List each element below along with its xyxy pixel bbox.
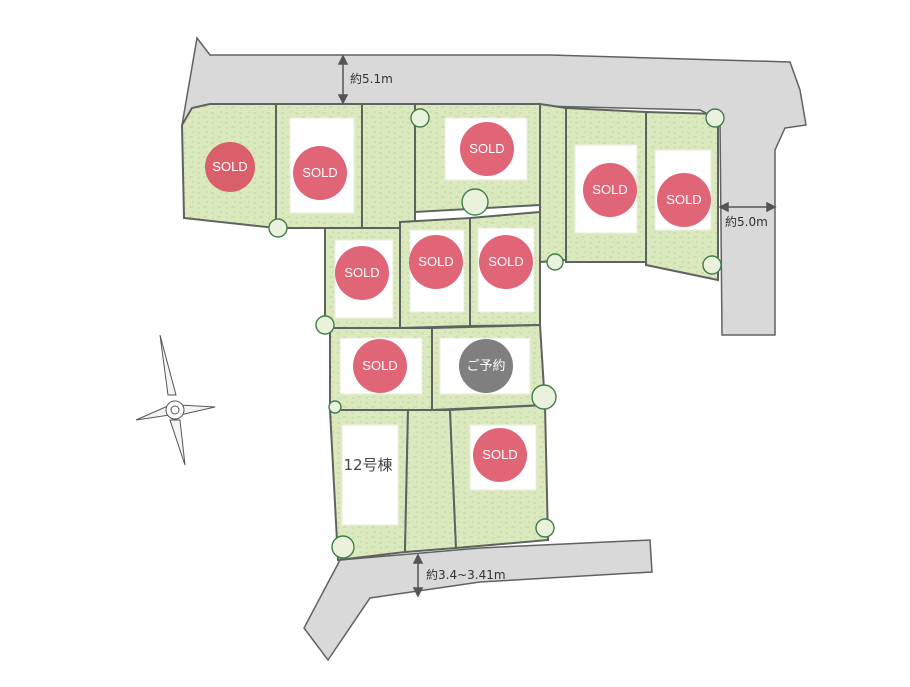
lot-7[interactable]: SOLD (409, 235, 463, 289)
lot-area-5 (539, 102, 567, 264)
lot-status: SOLD (362, 358, 397, 373)
sold-badge (460, 122, 514, 176)
tree-icon (705, 108, 725, 128)
lot-8[interactable]: SOLD (479, 235, 533, 289)
north-road-width: 約5.1m (350, 71, 393, 86)
east-road-width: 約5.0m (725, 214, 768, 229)
lot-status: SOLD (666, 192, 701, 207)
dimension-south: 約3.4~3.41m (412, 553, 506, 598)
sold-badge (657, 173, 711, 227)
sold-badge (409, 235, 463, 289)
lot-2[interactable]: SOLD (293, 146, 347, 200)
sold-badge (205, 142, 255, 192)
lot-status: SOLD (212, 159, 247, 174)
lot-status: SOLD (469, 141, 504, 156)
tree-icon (410, 108, 430, 128)
south-road (303, 539, 653, 662)
footprint (341, 424, 399, 526)
lot-6[interactable]: SOLD (335, 246, 389, 300)
tree-icon (315, 315, 335, 335)
tree-icon (268, 218, 288, 238)
tree-icon (535, 518, 555, 538)
lot-status: SOLD (344, 265, 379, 280)
tree-icon (328, 400, 342, 414)
lot-5[interactable]: SOLD (657, 173, 711, 227)
tree-icon (546, 253, 564, 271)
unit-label: 12号棟 (343, 456, 392, 474)
lot-4[interactable]: SOLD (583, 163, 637, 217)
lot-12[interactable]: 12号棟 (343, 456, 392, 474)
lot-status: SOLD (302, 165, 337, 180)
sold-badge (473, 428, 527, 482)
dimension-east: 約5.0m (718, 201, 777, 229)
sold-badge (335, 246, 389, 300)
compass-rose-icon (135, 334, 216, 466)
south-road-width: 約3.4~3.41m (426, 567, 506, 582)
lot-status: SOLD (592, 182, 627, 197)
tree-icon (702, 255, 722, 275)
lot-status: SOLD (488, 254, 523, 269)
trees (268, 108, 725, 559)
lot-13[interactable]: SOLD (473, 428, 527, 482)
sold-badge (353, 339, 407, 393)
lot-area-3 (361, 103, 416, 229)
lot-status: SOLD (418, 254, 453, 269)
lot-status: SOLD (482, 447, 517, 462)
sold-badge (583, 163, 637, 217)
lot-area-14 (403, 409, 458, 554)
dimension-north: 約5.1m (337, 54, 393, 105)
lot-status: ご予約 (466, 358, 505, 373)
tree-icon (531, 384, 557, 410)
sold-badge (479, 235, 533, 289)
lot-3[interactable]: SOLD (460, 122, 514, 176)
lot-9[interactable]: SOLD (353, 339, 407, 393)
sold-badge (293, 146, 347, 200)
lot-10[interactable]: ご予約 (459, 339, 513, 393)
status-badges: SOLD SOLD SOLD SOLD SOLD SOLD SOLD SOLD (205, 122, 711, 482)
tree-icon (461, 188, 489, 216)
reserved-badge (459, 339, 513, 393)
tree-icon (331, 535, 355, 559)
lot-1[interactable]: SOLD (205, 142, 255, 192)
